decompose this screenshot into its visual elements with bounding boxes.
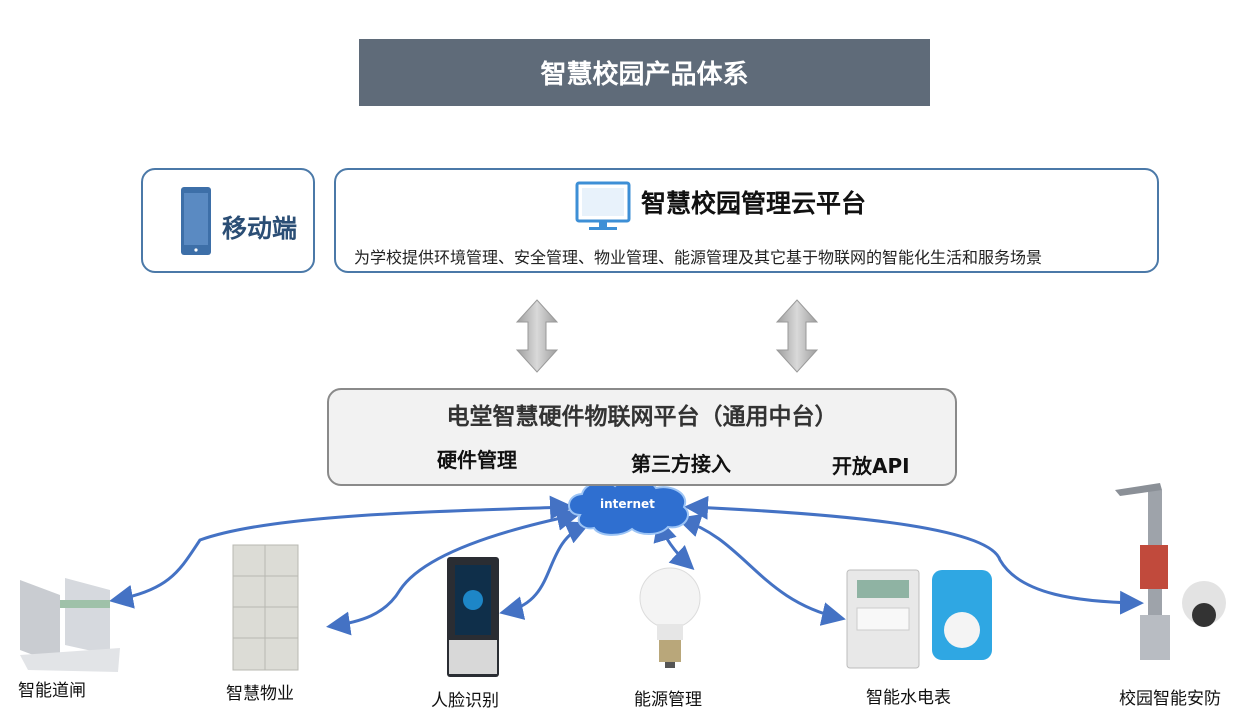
device-label-security: 校园智能安防 [1119, 689, 1221, 709]
device-label-meter: 智能水电表 [866, 688, 951, 708]
device-label-gate: 智能道闸 [18, 681, 86, 701]
face-terminal-icon [447, 557, 499, 677]
double-arrow-left [515, 299, 559, 373]
phone-icon [181, 187, 211, 255]
meter-icon [846, 569, 992, 669]
cloud-platform-box [334, 168, 1159, 273]
gate-icon [20, 578, 120, 672]
iot-platform-box [327, 388, 957, 486]
device-label-property: 智慧物业 [226, 684, 294, 704]
light-bulb-icon [639, 567, 701, 668]
iot-platform-title: 电堂智慧硬件物联网平台（通用中台） [446, 404, 838, 430]
internet-label: internet [600, 497, 655, 511]
cloud-platform-description: 为学校提供环境管理、安全管理、物业管理、能源管理及其它基于物联网的智能化生活和服… [354, 248, 1043, 267]
double-arrow-right [775, 299, 819, 373]
locker-cabinet-icon [232, 544, 299, 671]
security-camera-icon [1115, 483, 1226, 660]
device-label-face: 人脸识别 [431, 691, 499, 711]
feature-hardware-management: 硬件管理 [437, 448, 517, 472]
feature-open-api: 开放API [832, 454, 910, 478]
cloud-platform-title: 智慧校园管理云平台 [641, 189, 867, 218]
monitor-icon [575, 181, 631, 230]
mobile-box [141, 168, 315, 273]
page-title: 智慧校园产品体系 [359, 39, 930, 106]
device-label-energy: 能源管理 [634, 690, 702, 710]
feature-third-party-access: 第三方接入 [631, 452, 731, 476]
mobile-label: 移动端 [222, 214, 298, 243]
